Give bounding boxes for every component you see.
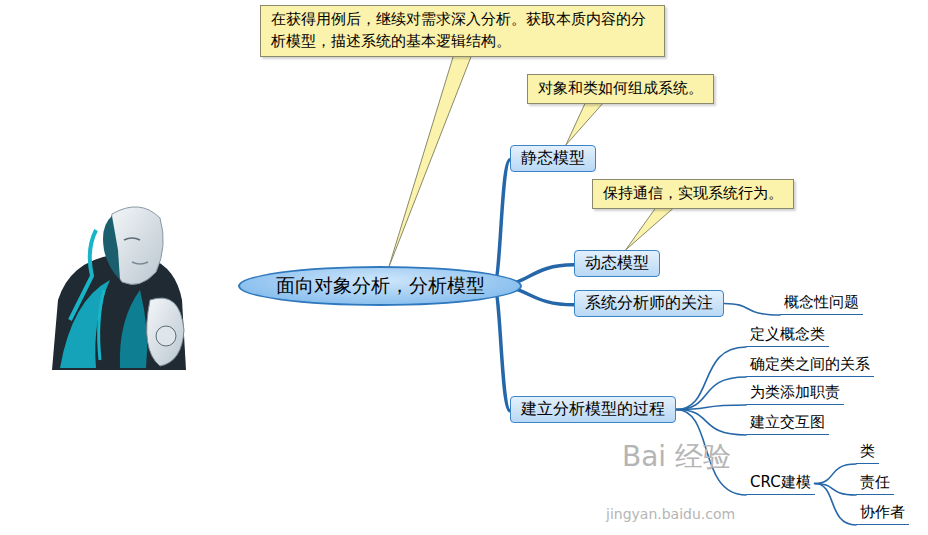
branch-line (676, 405, 746, 410)
branch-line (494, 160, 510, 286)
subtopic: 为类添加职责 (746, 382, 844, 405)
topic-box: 建立分析模型的过程 (510, 396, 676, 423)
branch-line (724, 304, 780, 316)
node-text: 建立分析模型的过程 (521, 399, 665, 420)
branch-line (815, 464, 856, 484)
node-text: 责任 (860, 473, 890, 492)
subtopic: 确定类之间的关系 (746, 354, 874, 377)
callout-pointer (566, 103, 603, 145)
node-text: 协作者 (860, 503, 905, 522)
watermark: jingyan.baidu.com (606, 506, 735, 522)
subtopic: 协作者 (856, 502, 909, 525)
node-text: 系统分析师的关注 (585, 293, 713, 314)
robot (52, 207, 186, 370)
node-text: 建立交互图 (750, 413, 825, 432)
node-text: 保持通信，实现系统行为。 (603, 183, 783, 205)
note-callout: 保持通信，实现系统行为。 (592, 179, 794, 209)
node-text: 类 (860, 442, 875, 461)
branch-line (676, 377, 746, 410)
node-text: 定义概念类 (750, 325, 825, 344)
node-text: 静态模型 (521, 148, 585, 169)
note-callout: 在获得用例后，继续对需求深入分析。获取本质内容的分析模型，描述系统的基本逻辑结构… (260, 5, 665, 57)
node-text: 在获得用例后，继续对需求深入分析。获取本质内容的分析模型，描述系统的基本逻辑结构… (271, 9, 654, 53)
branch-line (494, 286, 510, 411)
callout-pointer (389, 56, 472, 269)
subtopic: 建立交互图 (746, 412, 829, 435)
branch-line (676, 347, 746, 410)
node-text: 面向对象分析，分析模型 (264, 273, 496, 299)
note-callout: 对象和类如何组成系统。 (527, 74, 714, 104)
central-topic: 面向对象分析，分析模型 (238, 266, 522, 306)
node-text: CRC建模 (750, 473, 811, 492)
subtopic: 类 (856, 441, 879, 464)
branch-line (676, 410, 746, 436)
node-text: 确定类之间的关系 (750, 355, 870, 374)
topic-box: 静态模型 (510, 145, 596, 172)
node-text: 为类添加职责 (750, 383, 840, 402)
subtopic: 概念性问题 (780, 292, 863, 315)
branch-line (815, 484, 856, 526)
callout-pointer (626, 208, 674, 250)
subtopic: 责任 (856, 472, 894, 495)
node-text: 概念性问题 (784, 293, 859, 312)
subtopic: CRC建模 (746, 472, 815, 495)
topic-box: 动态模型 (574, 250, 660, 277)
node-text: 对象和类如何组成系统。 (538, 78, 703, 100)
node-text: 动态模型 (585, 253, 649, 274)
watermark: Bai 经验 (622, 438, 731, 476)
topic-box: 系统分析师的关注 (574, 290, 724, 317)
subtopic: 定义概念类 (746, 324, 829, 347)
